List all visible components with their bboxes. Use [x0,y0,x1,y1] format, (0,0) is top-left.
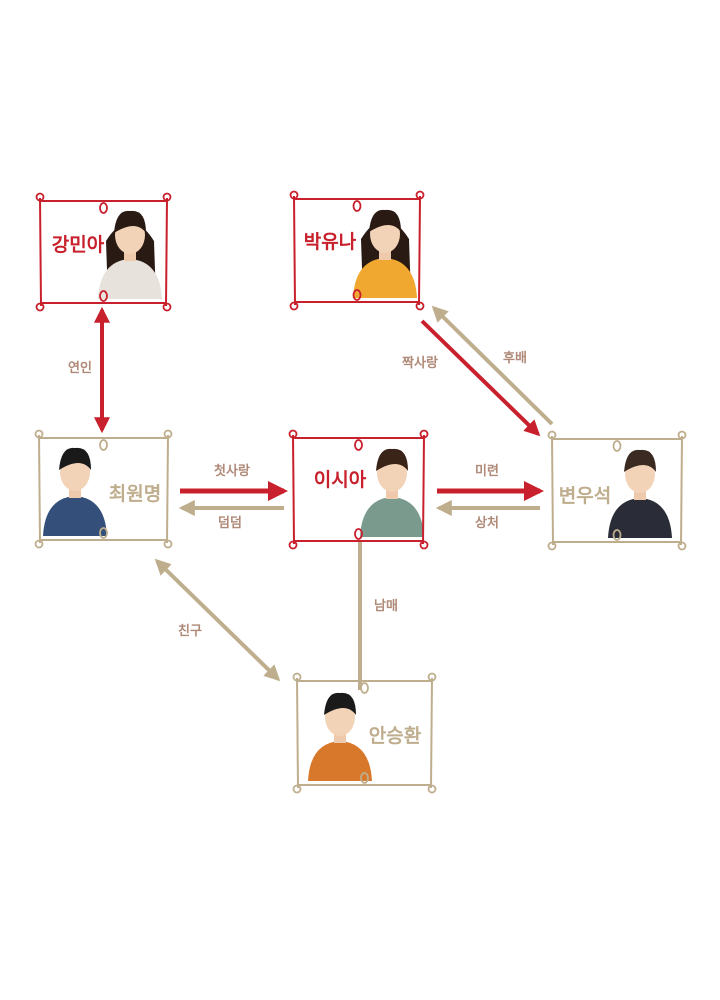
label-friends: 친구 [178,624,202,639]
portrait-ahn-seunghwan [308,692,372,781]
label-indifferent: 덤덤 [218,516,242,531]
label-first-love: 첫사랑 [214,463,250,479]
arrow-friends [154,558,281,682]
frame [547,430,687,551]
relation-labels: 연인 짝사랑 후배 첫사랑 덤덤 미련 상처 남매 친구 [68,350,527,639]
character-name: 안승환 [369,725,422,747]
frame [289,190,425,311]
character-card-park-yuna[interactable]: 박유나 [289,190,425,311]
label-lingering: 미련 [475,463,499,479]
character-card-choi-wonmyeong[interactable]: 최원명 [34,429,173,549]
arrow-crush [420,319,541,437]
character-card-byeon-wooseok[interactable]: 변우석 [547,430,687,551]
character-card-ahn-seunghwan[interactable]: 안승환 [292,672,437,794]
character-name: 박유나 [304,231,357,253]
label-siblings: 남매 [374,598,398,614]
frame [34,429,173,549]
frame [35,192,172,312]
character-card-kang-mina[interactable]: 강민아 [35,192,172,312]
frame [292,672,437,794]
label-crush: 짝사랑 [402,355,438,371]
portrait-choi-wonmyeong [43,447,107,536]
character-name: 최원명 [109,483,161,505]
character-card-lee-sia[interactable]: 이시아 [288,429,429,550]
arrow-junior [431,305,554,426]
portrait-lee-sia [360,448,424,537]
character-name: 강민아 [52,234,105,256]
portrait-park-yuna [353,209,417,298]
label-lovers: 연인 [68,360,92,376]
label-hurt: 상처 [475,515,499,531]
arrows [94,305,554,690]
character-name: 변우석 [559,485,611,507]
character-name: 이시아 [314,469,367,491]
portrait-kang-mina [98,210,162,299]
label-junior: 후배 [503,350,527,366]
portrait-byeon-wooseok [608,449,672,538]
frame [288,429,429,550]
